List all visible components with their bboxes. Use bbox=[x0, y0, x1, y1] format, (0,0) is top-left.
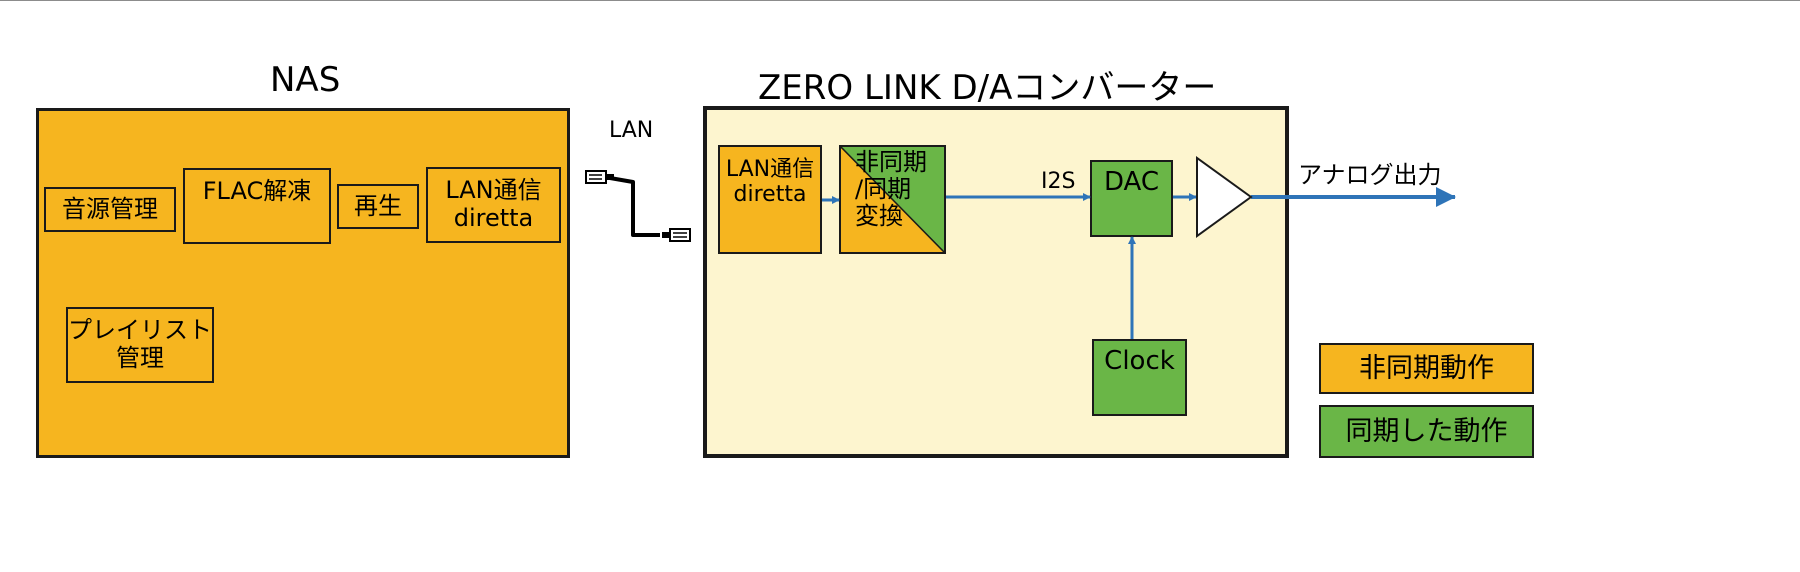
top-border-line bbox=[0, 0, 1800, 1]
converter-lan-diretta-block: LAN通信 diretta bbox=[718, 145, 822, 254]
legend-async: 非同期動作 bbox=[1319, 343, 1534, 394]
nas-box bbox=[36, 108, 570, 458]
i2s-label: I2S bbox=[1041, 169, 1076, 194]
lan-cable bbox=[585, 170, 691, 242]
lan-plug-right-icon bbox=[662, 228, 691, 242]
lan-plug-left-icon bbox=[585, 170, 614, 184]
async-sync-convert-label: 非同期 /同期 変換 bbox=[855, 148, 927, 230]
dac-block: DAC bbox=[1090, 160, 1173, 237]
converter-title: ZERO LINK D/Aコンバーター bbox=[758, 68, 1217, 108]
playback-block: 再生 bbox=[337, 184, 419, 229]
sync-triangle-fill bbox=[841, 147, 944, 252]
nas-lan-diretta-block: LAN通信 diretta bbox=[426, 167, 561, 243]
clock-block: Clock bbox=[1092, 339, 1187, 416]
analog-output-label: アナログ出力 bbox=[1298, 161, 1442, 189]
nas-title: NAS bbox=[270, 60, 341, 100]
source-management-block: 音源管理 bbox=[44, 187, 176, 232]
async-sync-convert-block: 非同期 /同期 変換 bbox=[839, 145, 946, 254]
legend-sync: 同期した動作 bbox=[1319, 405, 1534, 458]
lan-label: LAN bbox=[609, 118, 654, 143]
flac-decode-block: FLAC解凍 bbox=[183, 168, 331, 244]
playlist-management-block: プレイリスト 管理 bbox=[66, 307, 214, 383]
cable-wire bbox=[609, 176, 660, 237]
split-diagonal bbox=[841, 147, 944, 252]
